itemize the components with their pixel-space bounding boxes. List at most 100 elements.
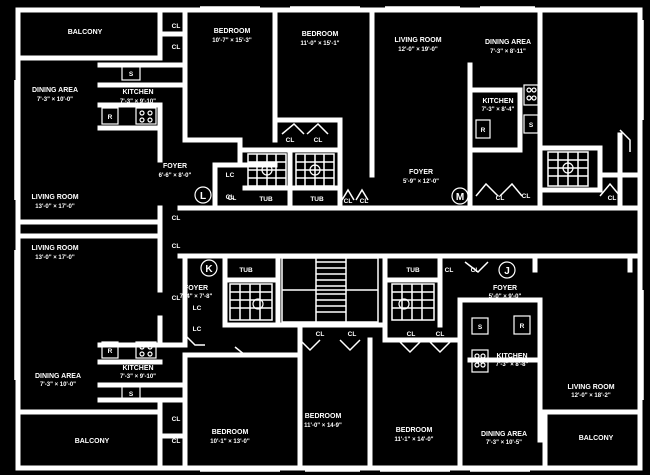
- room-label: KITCHEN 7'-3" × 9'-10": [120, 365, 156, 380]
- closet-label: CL: [608, 195, 617, 202]
- closet-label: CL: [226, 194, 235, 201]
- appliance-labels: S R R S R R S S R: [108, 71, 534, 398]
- corridor-walls: [15, 205, 643, 259]
- refrigerator-label: R: [108, 114, 113, 121]
- svg-text:DINING AREA: DINING AREA: [485, 39, 531, 46]
- refrigerator-label: R: [478, 359, 483, 366]
- sink-label: S: [478, 324, 483, 331]
- room-label: BALCONY: [75, 438, 110, 445]
- closet-label: CL: [348, 331, 357, 338]
- svg-text:KITCHEN: KITCHEN: [122, 365, 153, 372]
- unit-marker-k[interactable]: K: [200, 259, 218, 277]
- svg-text:LIVING ROOM: LIVING ROOM: [394, 37, 441, 44]
- svg-text:7'-3" × 9'-10": 7'-3" × 9'-10": [120, 99, 156, 105]
- svg-text:BEDROOM: BEDROOM: [305, 413, 342, 420]
- svg-text:LIVING ROOM: LIVING ROOM: [31, 194, 78, 201]
- svg-text:12'-0" × 19'-0": 12'-0" × 19'-0": [398, 47, 438, 53]
- svg-text:LIVING ROOM: LIVING ROOM: [567, 384, 614, 391]
- svg-text:BEDROOM: BEDROOM: [212, 429, 249, 436]
- room-label: BALCONY: [579, 435, 614, 442]
- closet-label: CL: [344, 198, 353, 205]
- room-label: BALCONY: [68, 29, 103, 36]
- fixture-tags: CL CL CL CL CL CL LC CL TUB TUB CL CL CL…: [172, 23, 617, 445]
- closet-label: CL: [445, 267, 454, 274]
- svg-text:5'-0" × 9'-0": 5'-0" × 9'-0": [489, 294, 522, 300]
- room-labels: BALCONY BEDROOM 10'-7" × 15'-3" BEDROOM 11…: [31, 28, 614, 446]
- tub-label: TUB: [310, 196, 324, 203]
- sink-label: S: [129, 71, 134, 78]
- unit-marker-m[interactable]: M: [451, 187, 469, 205]
- closet-label: CL: [436, 331, 445, 338]
- room-label: DINING AREA 7'-3" × 10'-0": [32, 87, 78, 103]
- room-label: LIVING ROOM 12'-0" × 19'-0": [394, 37, 441, 53]
- unit-markers: L M K J: [194, 186, 516, 279]
- svg-text:KITCHEN: KITCHEN: [482, 98, 513, 105]
- stairwell: [281, 257, 379, 323]
- unit-marker-j[interactable]: J: [498, 261, 516, 279]
- closet-label: LC: [226, 172, 235, 179]
- room-label: FOYER 7'-4" × 7'-8": [180, 285, 213, 300]
- svg-text:BEDROOM: BEDROOM: [214, 28, 251, 35]
- svg-text:FOYER: FOYER: [409, 169, 433, 176]
- closet-label: CL: [172, 295, 181, 302]
- svg-text:KITCHEN: KITCHEN: [122, 89, 153, 96]
- closet-label: LC: [193, 326, 202, 333]
- svg-text:DINING AREA: DINING AREA: [32, 87, 78, 94]
- closet-label: CL: [314, 137, 323, 144]
- svg-text:13'-0" × 17'-0": 13'-0" × 17'-0": [35, 255, 75, 261]
- svg-text:BALCONY: BALCONY: [75, 438, 110, 445]
- svg-text:7'-4" × 7'-8": 7'-4" × 7'-8": [180, 294, 213, 300]
- svg-text:11'-0" × 14-9": 11'-0" × 14-9": [304, 423, 342, 429]
- upper-interior-walls: [97, 7, 643, 211]
- unit-marker-l[interactable]: L: [194, 186, 212, 204]
- svg-text:11'-0" × 15'-1": 11'-0" × 15'-1": [300, 41, 339, 47]
- room-label: BEDROOM 11'-0" × 14-9": [304, 413, 342, 429]
- sink-label: S: [529, 122, 534, 129]
- svg-text:10'-7" × 15'-3": 10'-7" × 15'-3": [212, 38, 252, 44]
- refrigerator-label: R: [520, 323, 525, 330]
- svg-text:11'-1" × 14'-0": 11'-1" × 14'-0": [394, 437, 433, 443]
- closet-label: CL: [496, 195, 505, 202]
- room-label: KITCHEN 7'-3" × 9'-10": [120, 89, 156, 105]
- closet-label: CL: [172, 215, 181, 222]
- svg-text:BEDROOM: BEDROOM: [302, 31, 339, 38]
- svg-text:7'-3" × 10'-0": 7'-3" × 10'-0": [40, 382, 76, 388]
- bath-tiles: [229, 151, 589, 321]
- fixtures: [101, 65, 539, 401]
- closet-label: CL: [172, 243, 181, 250]
- refrigerator-label: R: [481, 127, 486, 134]
- closet-label: CL: [172, 23, 181, 30]
- svg-text:10'-1" × 13'-0": 10'-1" × 13'-0": [210, 439, 250, 445]
- svg-text:FOYER: FOYER: [493, 285, 517, 292]
- lower-interior-walls: [97, 233, 633, 471]
- room-label: BEDROOM 10'-7" × 15'-3": [212, 28, 252, 44]
- svg-text:DINING AREA: DINING AREA: [481, 431, 527, 438]
- svg-text:BEDROOM: BEDROOM: [396, 427, 433, 434]
- svg-text:BALCONY: BALCONY: [68, 29, 103, 36]
- svg-text:7'-3" × 8'-11": 7'-3" × 8'-11": [490, 49, 526, 55]
- closet-label: LC: [193, 305, 202, 312]
- room-label: DINING AREA 7'-3" × 8'-11": [485, 39, 531, 55]
- svg-text:K: K: [205, 264, 213, 275]
- tub-label: TUB: [239, 267, 253, 274]
- svg-text:7'-3" × 9'-10": 7'-3" × 9'-10": [120, 374, 156, 380]
- room-label: BEDROOM 11'-1" × 14'-0": [394, 427, 433, 443]
- refrigerator-label: R: [108, 348, 113, 355]
- svg-text:FOYER: FOYER: [184, 285, 208, 292]
- svg-text:L: L: [200, 191, 206, 202]
- svg-text:6'-6" × 8'-0": 6'-6" × 8'-0": [159, 173, 192, 179]
- windows: [14, 6, 644, 472]
- closet-label: CL: [172, 416, 181, 423]
- svg-text:M: M: [456, 192, 464, 203]
- closet-label: CL: [228, 195, 237, 202]
- svg-text:7'-3" × 10'-0": 7'-3" × 10'-0": [37, 97, 73, 103]
